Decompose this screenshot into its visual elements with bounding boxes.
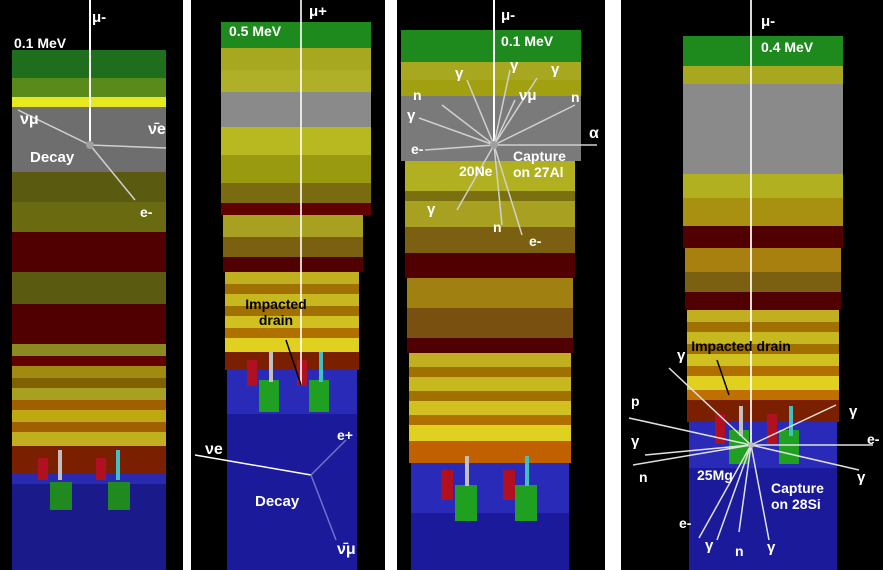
gamma-label-2: γ	[510, 57, 519, 74]
capture-label: Capture on 28Si	[771, 480, 824, 513]
panel-1-mu-minus-decay: μ- 0.1 MeV νμ ν̄e Decay e-	[0, 0, 183, 570]
gamma-label-1: γ	[455, 65, 464, 82]
electron-label-2: e-	[679, 515, 692, 531]
panel-4-capture-on-si28: μ- 0.4 MeV Impacted drain γ p γ γ e- 25M…	[621, 0, 883, 570]
muon-label: μ-	[501, 7, 516, 24]
neutron-label-3: n	[493, 219, 502, 235]
decay-label: Decay	[255, 493, 300, 510]
neutron-label-1: n	[639, 469, 648, 485]
impacted-drain-label: Impacted drain	[245, 296, 307, 329]
residual-nucleus-label: 25Mg	[697, 467, 733, 483]
electron-label-2: e-	[529, 233, 542, 249]
panel-3-capture-on-al27: μ- 0.1 MeV γ γ γ n n νμ γ α e- Capture o…	[397, 0, 605, 570]
panel-2-mu-plus-decay: μ+ 0.5 MeV Impacted drain νe e+ Decay ν̄…	[191, 0, 385, 570]
muon-label: μ+	[309, 3, 327, 20]
gamma-label-5: γ	[705, 537, 714, 554]
gamma-label-4: γ	[857, 469, 866, 486]
gamma-label-6: γ	[767, 539, 776, 556]
alpha-label: α	[589, 125, 599, 142]
energy-label: 0.1 MeV	[14, 35, 67, 51]
residual-nucleus-label: 20Ne	[459, 163, 493, 179]
neutron-label-1: n	[413, 87, 422, 103]
gamma-label-5: γ	[427, 201, 436, 218]
nu-mu-label: νμ	[519, 87, 537, 104]
muon-label: μ-	[92, 9, 107, 26]
energy-label: 0.4 MeV	[761, 39, 814, 55]
proton-label: p	[631, 393, 640, 409]
geometry-panel-3	[401, 0, 597, 570]
gamma-label-1: γ	[677, 347, 686, 364]
gamma-label-3: γ	[631, 433, 640, 450]
geometry-panel-2	[194, 0, 371, 570]
muon-label: μ-	[761, 13, 776, 30]
electron-label-1: e-	[867, 431, 880, 447]
nu-mu-bar-label: ν̄μ	[337, 541, 356, 558]
positron-label: e+	[337, 427, 353, 443]
energy-label: 0.5 MeV	[229, 23, 282, 39]
gamma-label-2: γ	[849, 403, 858, 420]
nu-mu-label: νμ	[20, 111, 39, 128]
electron-label: e-	[140, 204, 153, 220]
neutron-label-2: n	[571, 89, 580, 105]
nu-e-label: νe	[205, 441, 223, 458]
geometry-panel-1	[12, 0, 167, 570]
electron-label-1: e-	[411, 141, 424, 157]
gamma-label-4: γ	[407, 107, 416, 124]
capture-label: Capture on 27Al	[513, 148, 566, 181]
nu-e-bar-label: ν̄e	[148, 121, 166, 138]
geometry-panel-4	[628, 0, 873, 570]
neutron-label-2: n	[735, 543, 744, 559]
decay-label: Decay	[30, 149, 75, 166]
impacted-drain-label: Impacted drain	[691, 338, 791, 354]
energy-label: 0.1 MeV	[501, 33, 554, 49]
gamma-label-3: γ	[551, 61, 560, 78]
